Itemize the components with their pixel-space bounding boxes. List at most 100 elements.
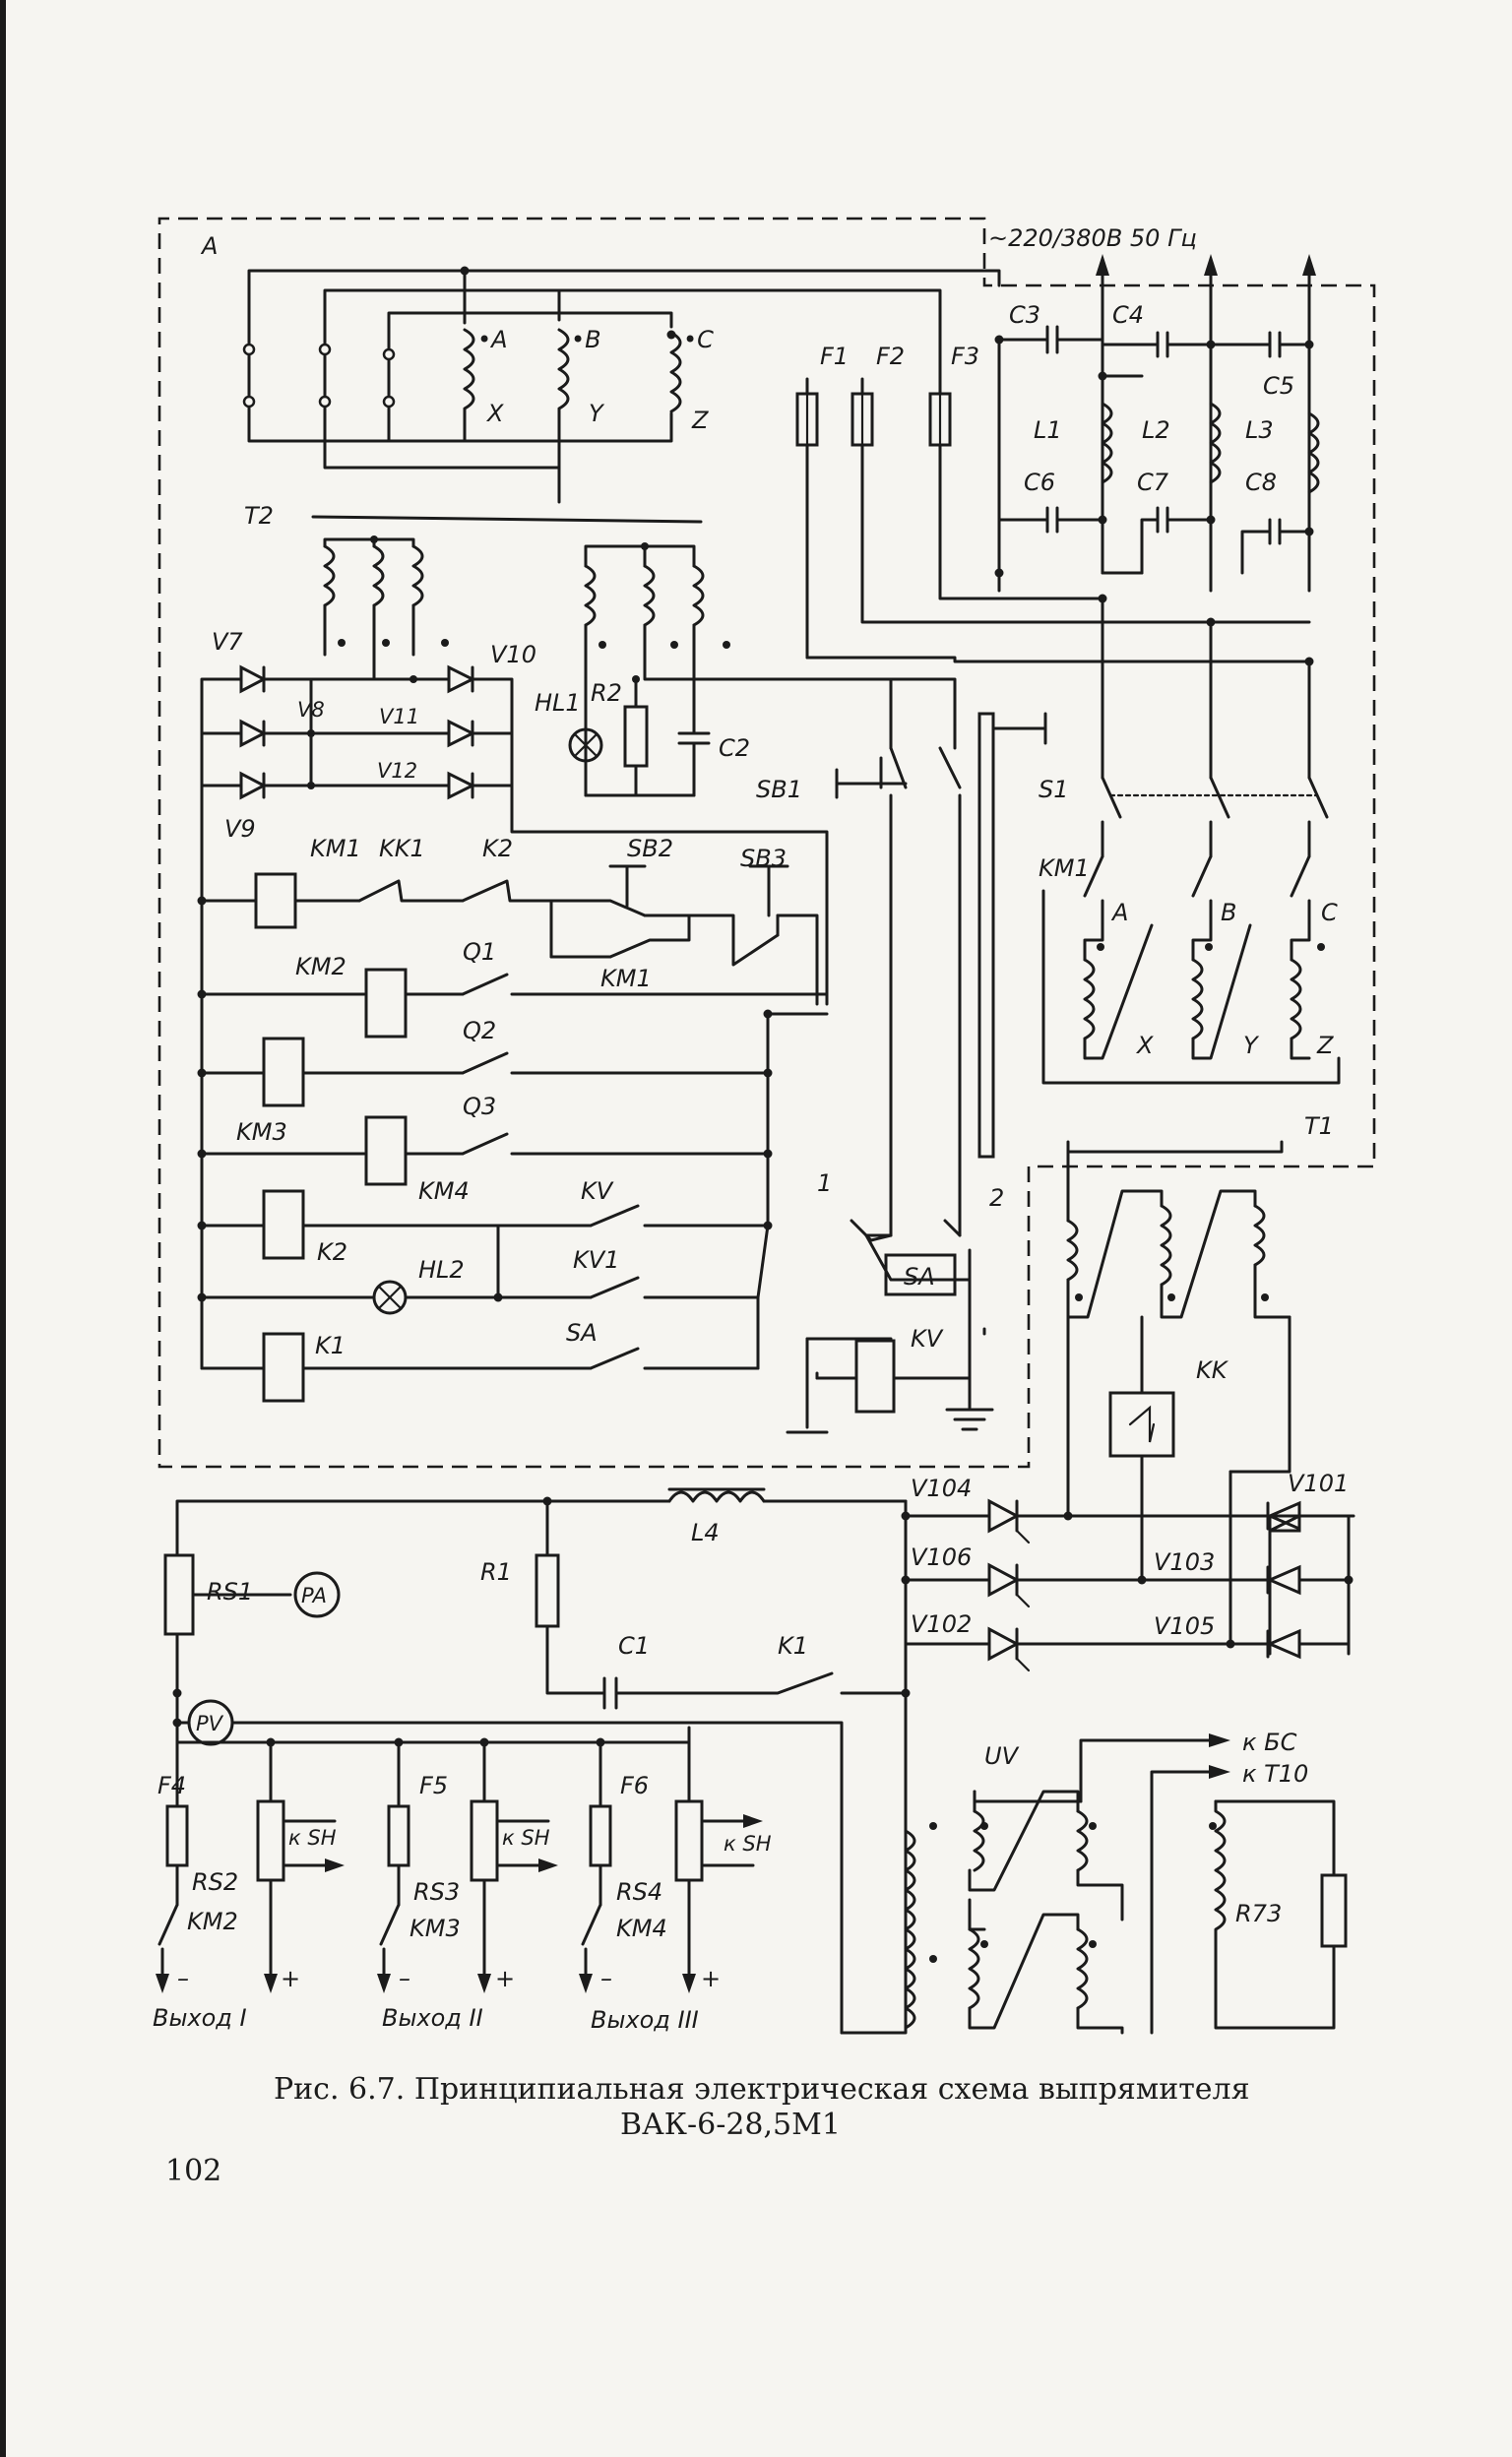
label-f6: F6: [620, 1772, 649, 1799]
label-v9: V9: [224, 815, 256, 843]
label-l4: L4: [691, 1519, 720, 1546]
label-v11: V11: [379, 705, 419, 728]
page-number: 102: [165, 2154, 221, 2188]
label-plus1: +: [281, 1965, 300, 1992]
label-hl2: HL2: [418, 1256, 465, 1284]
label-v103: V103: [1154, 1548, 1215, 1576]
rod-bus: [977, 712, 1047, 1159]
label-k2: K2: [482, 835, 513, 862]
label-v101: V101: [1288, 1470, 1349, 1497]
figure-caption: Рис. 6.7. Принципиальная электрическая с…: [274, 2072, 1250, 2142]
label-pv: PV: [196, 1712, 224, 1735]
label-v105: V105: [1154, 1612, 1215, 1640]
label-k2-b: K2: [317, 1238, 347, 1266]
label-km3: KM3: [236, 1118, 287, 1146]
label-kv: KV: [581, 1177, 614, 1205]
label-c8: C8: [1245, 469, 1277, 496]
label-s1: S1: [1039, 776, 1069, 803]
label-wc: •C: [683, 326, 714, 353]
label-q3: Q3: [463, 1093, 496, 1120]
label-ksh1: к SH: [288, 1826, 337, 1850]
label-ksh3: к SH: [724, 1832, 772, 1856]
label-tz: Z: [1316, 1032, 1334, 1059]
label-r1: R1: [480, 1558, 512, 1586]
label-hl1: HL1: [535, 689, 581, 717]
label-km1-t: KM1: [1039, 854, 1090, 882]
label-kv-box: KV: [911, 1325, 944, 1353]
label-c5: C5: [1263, 372, 1294, 400]
label-minus1: –: [177, 1965, 189, 1992]
label-uv: UV: [984, 1742, 1020, 1770]
diode-bridge-v7-v12: [200, 664, 829, 1370]
label-q1: Q1: [463, 938, 496, 966]
label-rs1: RS1: [207, 1578, 253, 1606]
fuses-f1-f3: [795, 377, 1311, 663]
dc-output-circuit: [156, 1487, 911, 2035]
label-sb3: SB3: [740, 845, 787, 872]
sb1-sa-kv: [786, 724, 994, 1434]
label-wx: X: [485, 400, 504, 427]
label-f1: F1: [820, 343, 849, 370]
label-sb1: SB1: [756, 776, 802, 803]
label-km4: KM4: [418, 1177, 470, 1205]
label-kk1: KK1: [379, 835, 425, 862]
t1-primary: [1041, 889, 1341, 1085]
component-labels: A •A •B •C X Y Z F1 F2 F3 ~220/380В 50 Г…: [153, 224, 1349, 2034]
label-n2: 2: [989, 1184, 1004, 1212]
caption-line-1: Рис. 6.7. Принципиальная электрическая с…: [274, 2072, 1250, 2107]
label-v106: V106: [911, 1544, 972, 1571]
label-f5: F5: [419, 1772, 448, 1799]
label-l1: L1: [1034, 416, 1062, 444]
label-kbs: к БС: [1242, 1729, 1297, 1756]
label-c3: C3: [1009, 301, 1040, 329]
label-km2: KM2: [295, 953, 346, 980]
label-rs4: RS4: [616, 1878, 662, 1906]
label-sb2: SB2: [627, 835, 673, 862]
label-wy: Y: [589, 400, 605, 427]
label-c6: C6: [1024, 469, 1055, 496]
label-f3: F3: [951, 343, 979, 370]
label-km3-b: KM3: [410, 1915, 461, 1942]
label-pa: PA: [301, 1584, 327, 1607]
label-f2: F2: [876, 343, 905, 370]
label-tc: C: [1321, 899, 1338, 926]
label-l3: L3: [1245, 416, 1274, 444]
label-kv1: KV1: [573, 1246, 619, 1274]
label-k1-b: K1: [778, 1632, 808, 1660]
label-sa-box: SA: [904, 1263, 935, 1291]
label-n1: 1: [817, 1169, 832, 1197]
label-ksh2: к SH: [502, 1826, 550, 1850]
t2-primary-windings: [242, 266, 1001, 504]
label-v8: V8: [297, 698, 325, 722]
label-tx: X: [1135, 1032, 1154, 1059]
label-t1: T1: [1304, 1112, 1334, 1140]
label-k1: K1: [315, 1332, 346, 1359]
label-block-a: A: [200, 232, 218, 260]
hl1-r2-c2: [568, 675, 893, 797]
label-plus3: +: [701, 1965, 721, 1992]
label-r2: R2: [591, 679, 622, 707]
label-km2-b: KM2: [187, 1908, 238, 1935]
label-ty: Y: [1243, 1032, 1260, 1059]
label-wa: •A: [477, 326, 508, 353]
label-sa: SA: [566, 1319, 598, 1347]
label-v10: V10: [490, 641, 536, 668]
label-tb: B: [1221, 899, 1236, 926]
label-f4: F4: [158, 1772, 186, 1799]
label-c4: C4: [1112, 301, 1144, 329]
label-plus2: +: [495, 1965, 515, 1992]
label-wz: Z: [691, 407, 709, 434]
uv-amplifier-r73: [840, 1691, 1348, 2035]
label-ta: A: [1110, 899, 1128, 926]
label-minus2: –: [399, 1965, 410, 1992]
label-kt10: к T10: [1242, 1760, 1308, 1788]
label-rs2: RS2: [192, 1868, 238, 1896]
label-c7: C7: [1137, 469, 1169, 496]
switch-s1: [1083, 776, 1329, 927]
control-ladder: [197, 864, 829, 1403]
supply-filter-network: [994, 254, 1320, 780]
label-v102: V102: [911, 1610, 972, 1638]
label-minus3: –: [600, 1965, 612, 1992]
